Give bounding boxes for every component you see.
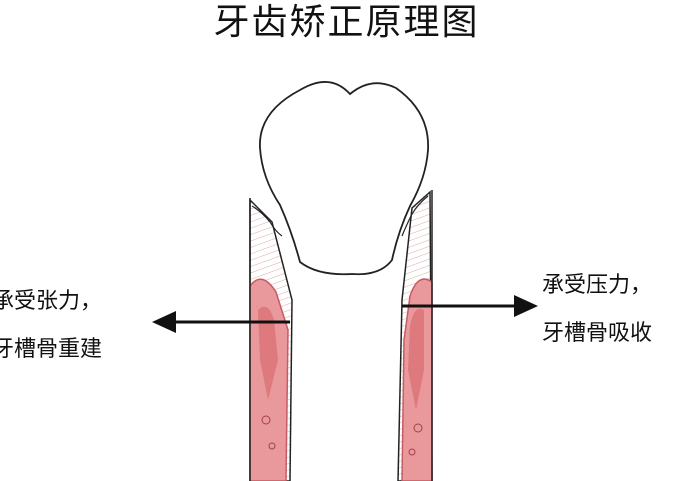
tension-label: 承受张力， 牙槽骨重建 bbox=[0, 278, 102, 374]
tooth bbox=[260, 82, 428, 274]
left-alveolar-bone bbox=[250, 200, 292, 481]
tension-label-line1: 承受张力， bbox=[0, 278, 102, 326]
pressure-label-line2: 牙槽骨吸收 bbox=[542, 310, 652, 358]
tension-label-line2: 牙槽骨重建 bbox=[0, 326, 102, 374]
right-alveolar-bone bbox=[398, 192, 432, 481]
pressure-label: 承受压力， 牙槽骨吸收 bbox=[542, 262, 652, 358]
pressure-label-line1: 承受压力， bbox=[542, 262, 652, 310]
